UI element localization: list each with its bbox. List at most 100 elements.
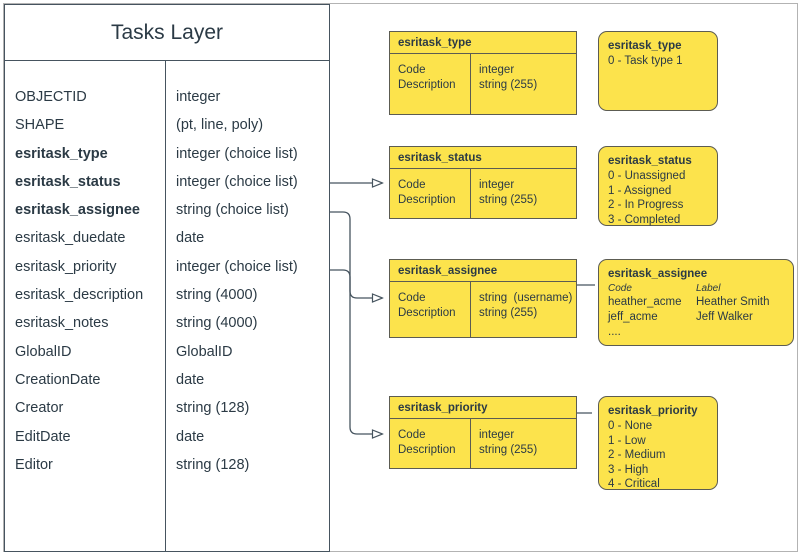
domain-box-col-code: Code Description: [390, 54, 471, 114]
lookup-card-ellipsis: ....: [608, 326, 621, 338]
domain-field-label: Description: [398, 78, 456, 91]
field-type: integer: [176, 89, 221, 105]
field-type: integer (choice list): [176, 258, 298, 275]
lookup-header-label: Label: [696, 283, 721, 294]
field-type-column: integer (pt, line, poly) integer (choice l…: [166, 61, 329, 551]
lookup-row-label: Jeff Walker: [696, 311, 753, 323]
lookup-card-priority[interactable]: esritask_priority 0 - None 1 - Low 2 - Med…: [598, 396, 718, 490]
domain-box-col-code: Code Description: [390, 169, 471, 218]
lookup-card-title: esritask_priority: [608, 405, 698, 417]
field-name: Editor: [15, 456, 53, 473]
lookup-value: 1 - Assigned: [608, 184, 672, 197]
field-name: OBJECTID: [15, 89, 87, 105]
lookup-value: 0 - None: [608, 420, 653, 432]
lookup-card-rows: heather_acme Heather Smith jeff_acme Jeff W…: [608, 295, 784, 325]
domain-box-title: esritask_assignee: [390, 260, 576, 282]
domain-box-col-type: integer string (255): [471, 54, 576, 114]
domain-box-col-type: integer string (255): [471, 169, 576, 218]
domain-box-body: Code Description integer string (255): [390, 419, 576, 468]
lookup-card-assignee[interactable]: esritask_assignee Code Label heather_acm…: [598, 259, 794, 346]
domain-field-label: Code: [398, 179, 426, 191]
lookup-card-values: 0 - None 1 - Low 2 - Medium 3 - High 4 - Cri…: [608, 419, 708, 492]
field-name: esritask_assignee: [15, 202, 140, 219]
domain-box-type[interactable]: esritask_type Code Description integer s…: [389, 31, 577, 115]
domain-field-type: string (username): [479, 292, 573, 304]
lookup-row-code: heather_acme: [608, 296, 682, 308]
field-type: string (128): [176, 400, 250, 417]
domain-box-col-code: Code Description: [390, 282, 471, 337]
field-type: string (4000): [176, 287, 258, 304]
field-type: integer (choice list): [176, 173, 298, 190]
domain-field-type: integer: [479, 179, 515, 191]
field-name-column: OBJECTID SHAPE esritask_type esritask_statu…: [5, 61, 166, 551]
domain-box-col-code: Code Description: [390, 419, 471, 468]
lookup-card-title: esritask_type: [608, 40, 682, 52]
domain-field-label: Description: [398, 443, 456, 456]
field-name: esritask_type: [15, 145, 108, 162]
lookup-row: jeff_acme Jeff Walker: [608, 310, 784, 325]
entity-field-list: OBJECTID SHAPE esritask_type esritask_statu…: [5, 61, 329, 551]
domain-field-type: string (255): [479, 306, 538, 319]
lookup-card-values: 0 - Unassigned 1 - Assigned 2 - In Progres…: [608, 169, 708, 227]
domain-box-body: Code Description integer string (255): [390, 169, 576, 218]
domain-field-label: Description: [398, 306, 456, 319]
domain-field-label: Description: [398, 193, 456, 206]
domain-box-body: Code Description string (username) strin…: [390, 282, 576, 337]
domain-box-body: Code Description integer string (255): [390, 54, 576, 114]
field-name: esritask_status: [15, 173, 121, 190]
page-title: Tasks Layer: [5, 5, 329, 61]
field-type: GlobalID: [176, 343, 233, 360]
field-name: GlobalID: [15, 343, 72, 360]
domain-field-type: integer: [479, 64, 515, 76]
lookup-card-header: Code Label: [608, 282, 784, 295]
lookup-value: 2 - Medium: [608, 449, 666, 461]
domain-box-col-type: string (username) string (255): [471, 282, 576, 337]
lookup-card-title: esritask_status: [608, 155, 692, 167]
domain-field-label: Code: [398, 64, 426, 76]
domain-field-type: string (255): [479, 443, 538, 456]
lookup-row: heather_acme Heather Smith: [608, 295, 784, 310]
field-name: esritask_description: [15, 287, 144, 304]
field-type: string (128): [176, 456, 250, 473]
field-name: EditDate: [15, 428, 71, 445]
field-type: integer (choice list): [176, 145, 298, 162]
domain-box-col-type: integer string (255): [471, 419, 576, 468]
domain-box-assignee[interactable]: esritask_assignee Code Description strin…: [389, 259, 577, 338]
lookup-value: 4 - Critical: [608, 478, 660, 490]
domain-field-label: Code: [398, 292, 426, 304]
field-type: string (4000): [176, 315, 258, 332]
field-type: date: [176, 371, 205, 388]
domain-box-title: esritask_status: [390, 147, 576, 169]
lookup-header-code: Code: [608, 283, 632, 294]
lookup-card-status[interactable]: esritask_status 0 - Unassigned 1 - Assign…: [598, 146, 718, 226]
lookup-value: 3 - High: [608, 463, 649, 476]
field-name: esritask_notes: [15, 315, 109, 332]
lookup-value: 3 - Completed: [608, 213, 681, 226]
field-name: SHAPE: [15, 117, 65, 134]
field-name: Creator: [15, 400, 64, 417]
domain-field-type: string (255): [479, 78, 538, 91]
field-type: string (choice list): [176, 202, 289, 219]
lookup-row-code: jeff_acme: [608, 311, 658, 323]
domain-field-type: integer: [479, 429, 515, 441]
field-name: esritask_priority: [15, 258, 117, 275]
lookup-row-label: Heather Smith: [696, 296, 770, 308]
lookup-value: 2 - In Progress: [608, 199, 684, 211]
domain-box-title: esritask_type: [390, 32, 576, 54]
field-type: date: [176, 230, 205, 247]
domain-box-status[interactable]: esritask_status Code Description integer…: [389, 146, 577, 219]
lookup-value: 1 - Low: [608, 434, 646, 447]
lookup-value: 0 - Unassigned: [608, 170, 686, 182]
field-type: (pt, line, poly): [176, 117, 264, 134]
lookup-card-values: 0 - Task type 1: [608, 54, 708, 69]
field-name: esritask_duedate: [15, 230, 126, 247]
domain-field-label: Code: [398, 429, 426, 441]
field-name: CreationDate: [15, 371, 101, 388]
domain-field-type: string (255): [479, 193, 538, 206]
domain-box-priority[interactable]: esritask_priority Code Description integ…: [389, 396, 577, 469]
field-type: date: [176, 428, 205, 445]
lookup-card-type[interactable]: esritask_type 0 - Task type 1: [598, 31, 718, 111]
domain-box-title: esritask_priority: [390, 397, 576, 419]
